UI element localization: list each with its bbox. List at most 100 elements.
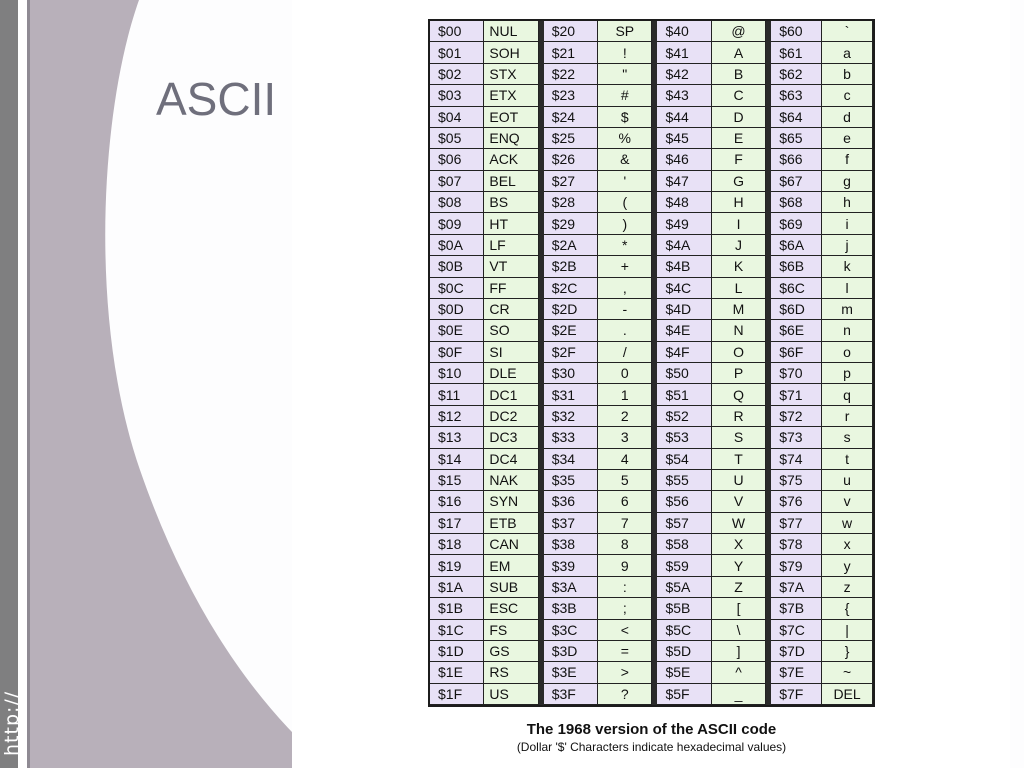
character-cell: 8 xyxy=(598,534,653,556)
hex-code-cell: $22 xyxy=(543,63,599,86)
hex-code-cell: $72 xyxy=(771,405,823,428)
hex-code-cell: $6B xyxy=(771,256,823,278)
hex-code-cell: $03 xyxy=(430,85,485,107)
character-cell: s xyxy=(822,427,874,449)
hex-code-cell: $1E xyxy=(430,662,485,684)
character-cell: 9 xyxy=(598,555,653,577)
hex-code-cell: $70 xyxy=(771,363,823,385)
hex-code-cell: $54 xyxy=(657,448,712,470)
character-cell: + xyxy=(598,256,653,278)
hex-code-cell: $7E xyxy=(771,662,823,684)
character-cell: \ xyxy=(711,619,767,641)
hex-code-cell: $09 xyxy=(430,213,485,235)
character-cell: K xyxy=(711,256,767,278)
hex-code-cell: $61 xyxy=(771,42,823,64)
side-url-text: http:// xyxy=(1,690,23,756)
character-cell: L xyxy=(711,277,767,299)
hex-code-cell: $42 xyxy=(657,63,712,86)
hex-code-cell: $44 xyxy=(657,106,712,128)
character-cell: # xyxy=(598,85,653,107)
character-cell: I xyxy=(711,213,767,235)
character-cell: M xyxy=(711,298,767,321)
character-cell: A xyxy=(711,42,767,64)
hex-code-cell: $46 xyxy=(657,149,712,171)
hex-code-cell: $07 xyxy=(430,170,485,192)
character-cell: SOH xyxy=(484,42,539,64)
character-cell: ; xyxy=(598,598,653,620)
hex-code-cell: $50 xyxy=(657,363,712,385)
hex-code-cell: $45 xyxy=(657,127,712,150)
character-cell: r xyxy=(822,405,874,428)
character-cell: BEL xyxy=(484,170,539,192)
hex-code-cell: $5A xyxy=(657,576,712,599)
hex-code-cell: $38 xyxy=(543,534,599,556)
character-cell: g xyxy=(822,170,874,192)
hex-code-cell: $4A xyxy=(657,234,712,257)
hex-code-cell: $2E xyxy=(543,320,599,342)
character-cell: GS xyxy=(484,640,539,663)
hex-code-cell: $06 xyxy=(430,149,485,171)
hex-code-cell: $56 xyxy=(657,491,712,513)
hex-code-cell: $13 xyxy=(430,427,485,449)
character-cell: SO xyxy=(484,320,539,342)
hex-code-cell: $11 xyxy=(430,384,485,406)
hex-code-cell: $2B xyxy=(543,256,599,278)
hex-code-cell: $6C xyxy=(771,277,823,299)
character-cell: NUL xyxy=(484,21,539,43)
character-cell: CR xyxy=(484,298,539,321)
character-cell: _ xyxy=(711,683,767,705)
character-cell: a xyxy=(822,42,874,64)
character-cell: ' xyxy=(598,170,653,192)
character-cell: 2 xyxy=(598,405,653,428)
character-cell: V xyxy=(711,491,767,513)
hex-code-cell: $2D xyxy=(543,298,599,321)
hex-code-cell: $36 xyxy=(543,491,599,513)
character-cell: $ xyxy=(598,106,653,128)
hex-code-cell: $6F xyxy=(771,341,823,363)
character-cell: x xyxy=(822,534,874,556)
hex-code-cell: $2C xyxy=(543,277,599,299)
hex-code-cell: $39 xyxy=(543,555,599,577)
character-cell: ] xyxy=(711,640,767,663)
hex-code-cell: $7C xyxy=(771,619,823,641)
hex-code-cell: $01 xyxy=(430,42,485,64)
hex-code-cell: $65 xyxy=(771,127,823,150)
hex-code-cell: $71 xyxy=(771,384,823,406)
character-cell: T xyxy=(711,448,767,470)
character-cell: ~ xyxy=(822,662,874,684)
left-gray-stripe xyxy=(0,0,18,768)
hex-code-cell: $32 xyxy=(543,405,599,428)
character-cell: EOT xyxy=(484,106,539,128)
character-cell: ETX xyxy=(484,85,539,107)
character-cell: N xyxy=(711,320,767,342)
character-cell: 0 xyxy=(598,363,653,385)
character-cell: ENQ xyxy=(484,127,539,150)
hex-code-cell: $74 xyxy=(771,448,823,470)
character-cell: { xyxy=(822,598,874,620)
hex-code-cell: $3D xyxy=(543,640,599,663)
hex-code-cell: $35 xyxy=(543,469,599,492)
hex-code-cell: $0C xyxy=(430,277,485,299)
hex-code-cell: $58 xyxy=(657,534,712,556)
character-cell: 1 xyxy=(598,384,653,406)
hex-code-cell: $02 xyxy=(430,63,485,86)
hex-code-cell: $52 xyxy=(657,405,712,428)
character-cell: f xyxy=(822,149,874,171)
hex-code-cell: $76 xyxy=(771,491,823,513)
left-white-stripe xyxy=(18,0,27,768)
character-cell: STX xyxy=(484,63,539,86)
hex-code-cell: $4E xyxy=(657,320,712,342)
hex-code-cell: $14 xyxy=(430,448,485,470)
character-cell: / xyxy=(598,341,653,363)
hex-code-cell: $19 xyxy=(430,555,485,577)
hex-code-cell: $0D xyxy=(430,298,485,321)
hex-code-cell: $49 xyxy=(657,213,712,235)
hex-code-cell: $64 xyxy=(771,106,823,128)
character-cell: z xyxy=(822,576,874,599)
character-cell: F xyxy=(711,149,767,171)
hex-code-cell: $5F xyxy=(657,683,712,705)
hex-code-cell: $0B xyxy=(430,256,485,278)
